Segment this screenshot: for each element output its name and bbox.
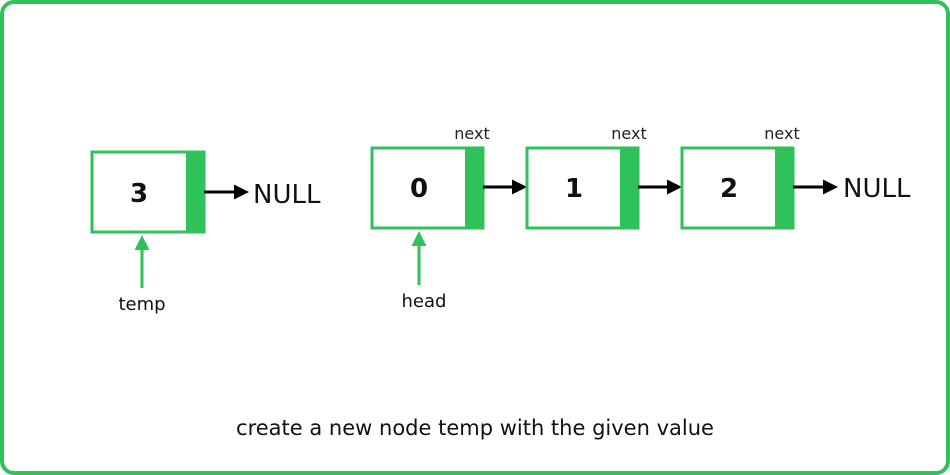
list-null-label: NULL [843,174,911,204]
temp-node: 3 [90,150,206,234]
temp-node-next-field [186,152,204,232]
list-node-2-next-field [775,148,793,228]
list-node-2-next-label: next [764,124,799,143]
list-node-0-next-label: next [454,124,489,143]
temp-node-box [90,150,206,234]
list-node-0-box [370,146,485,230]
list-node-1-box [525,146,640,230]
list-node-2: 2 next [680,124,800,230]
list-node-2-value: 2 [720,174,738,204]
list-node-0-next-field [465,148,483,228]
list-node-0-value: 0 [410,174,428,204]
list-node-1: 1 next [525,124,647,230]
list-node-1-next-field [620,148,638,228]
temp-null-label: NULL [253,180,321,210]
head-pointer-label: head [402,291,447,312]
list-node-1-next-label: next [611,124,646,143]
diagram-caption: create a new node temp with the given va… [236,416,714,440]
list-node-0: 0 next [370,124,490,230]
temp-pointer-label: temp [118,294,165,315]
temp-node-value: 3 [130,179,148,209]
list-node-1-value: 1 [565,174,583,204]
